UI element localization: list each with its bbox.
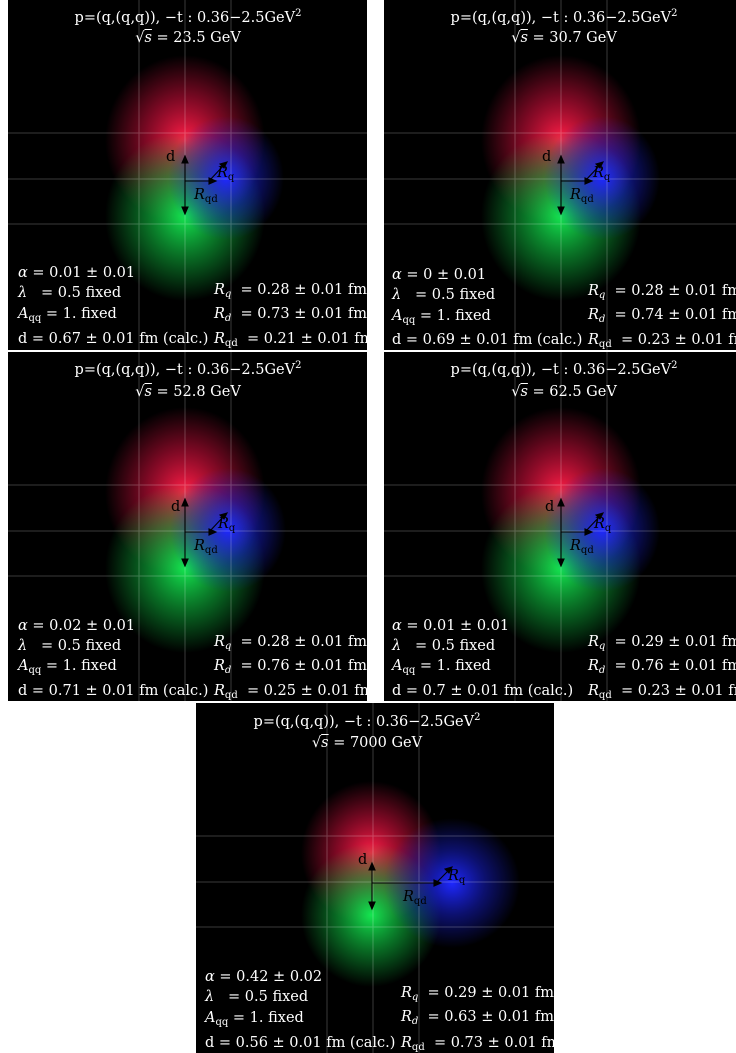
rq-arrow-label: Rq bbox=[448, 868, 466, 886]
panel-header: p=(q,(q,q)), −t : 0.36−2.5GeV2 bbox=[450, 360, 678, 378]
aqq-value: Aqq = 1. fixed bbox=[392, 308, 491, 326]
rd-value: Rd = 0.63 ± 0.01 fm bbox=[401, 1009, 554, 1027]
rqd-value: Rqd = 0.23 ± 0.01 fm bbox=[588, 332, 736, 350]
alpha-value: α = 0.02 ± 0.01 bbox=[18, 618, 136, 634]
field-plot bbox=[384, 352, 736, 701]
d-arrow-label: d bbox=[166, 149, 176, 165]
field-plot bbox=[8, 0, 367, 350]
panel-3: p=(q,(q,q)), −t : 0.36−2.5GeV2 √s = 52.8… bbox=[8, 352, 367, 701]
sqrt-icon: √ bbox=[511, 384, 521, 400]
rq-arrow-label: Rq bbox=[217, 165, 235, 183]
d-value: d = 0.7 ± 0.01 fm (calc.) bbox=[392, 683, 574, 699]
sqrt-icon: √ bbox=[511, 30, 521, 46]
aqq-value: Aqq = 1. fixed bbox=[392, 658, 491, 676]
sqrt-icon: √ bbox=[135, 30, 145, 46]
rqd-arrow-label: Rqd bbox=[403, 889, 427, 907]
sqrt-icon: √ bbox=[311, 735, 322, 751]
rq-value: Rq = 0.29 ± 0.01 fm bbox=[588, 634, 736, 652]
rq-value: Rq = 0.29 ± 0.01 fm bbox=[401, 985, 554, 1003]
sqrt-icon: √ bbox=[135, 384, 145, 400]
rq-arrow-label: Rq bbox=[593, 165, 611, 183]
energy-label: √s = 7000 GeV bbox=[311, 735, 423, 751]
panel-header: p=(q,(q,q)), −t : 0.36−2.5GeV2 bbox=[74, 360, 302, 378]
panel-5: p=(q,(q,q)), −t : 0.36−2.5GeV2 √s = 7000… bbox=[196, 703, 554, 1053]
quark-blue-blob bbox=[544, 116, 660, 240]
rd-value: Rd = 0.76 ± 0.01 fm bbox=[588, 658, 736, 676]
panel-4: p=(q,(q,q)), −t : 0.36−2.5GeV2 √s = 62.5… bbox=[384, 352, 736, 701]
rq-value: Rq = 0.28 ± 0.01 fm bbox=[588, 283, 736, 301]
rd-value: Rd = 0.76 ± 0.01 fm bbox=[214, 658, 367, 676]
d-arrow-label: d bbox=[545, 499, 555, 515]
d-arrow-label: d bbox=[171, 499, 181, 515]
panel-1: p=(q,(q,q)), −t : 0.36−2.5GeV2 √s = 23.5… bbox=[8, 0, 367, 350]
rqd-value: Rqd = 0.25 ± 0.01 fm bbox=[214, 683, 367, 701]
field-plot bbox=[196, 703, 554, 1053]
lambda-value: λ = 0.5 fixed bbox=[392, 287, 496, 303]
lambda-value: λ = 0.5 fixed bbox=[205, 989, 309, 1005]
alpha-value: α = 0 ± 0.01 bbox=[392, 267, 487, 283]
field-plot bbox=[384, 0, 736, 350]
panel-header: p=(q,(q,q)), −t : 0.36−2.5GeV2 bbox=[74, 8, 302, 26]
d-value: d = 0.56 ± 0.01 fm (calc.) bbox=[205, 1035, 396, 1051]
rd-value: Rd = 0.74 ± 0.01 fm bbox=[588, 307, 736, 325]
lambda-value: λ = 0.5 fixed bbox=[392, 638, 496, 654]
rd-value: Rd = 0.73 ± 0.01 fm bbox=[214, 306, 367, 324]
quark-blue-blob bbox=[544, 468, 660, 592]
d-arrow-label: d bbox=[542, 149, 552, 165]
d-value: d = 0.71 ± 0.01 fm (calc.) bbox=[18, 683, 209, 699]
lambda-value: λ = 0.5 fixed bbox=[18, 285, 122, 301]
panel-header: p=(q,(q,q)), −t : 0.36−2.5GeV2 bbox=[253, 712, 481, 730]
aqq-value: Aqq = 1. fixed bbox=[18, 306, 117, 324]
d-arrow-label: d bbox=[358, 852, 368, 868]
rq-value: Rq = 0.28 ± 0.01 fm bbox=[214, 282, 367, 300]
panel-2: p=(q,(q,q)), −t : 0.36−2.5GeV2 √s = 30.7… bbox=[384, 0, 736, 350]
alpha-value: α = 0.42 ± 0.02 bbox=[205, 969, 323, 985]
d-value: d = 0.67 ± 0.01 fm (calc.) bbox=[18, 331, 209, 347]
energy-label: √s = 62.5 GeV bbox=[511, 384, 617, 400]
quark-blue-blob bbox=[168, 116, 284, 240]
field-plot bbox=[8, 352, 367, 701]
rq-arrow-label: Rq bbox=[594, 516, 612, 534]
energy-label: √s = 30.7 GeV bbox=[511, 30, 617, 46]
quark-blue-blob bbox=[384, 818, 520, 948]
aqq-value: Aqq = 1. fixed bbox=[18, 658, 117, 676]
rq-value: Rq = 0.28 ± 0.01 fm bbox=[214, 634, 367, 652]
alpha-value: α = 0.01 ± 0.01 bbox=[18, 265, 136, 281]
panel-header: p=(q,(q,q)), −t : 0.36−2.5GeV2 bbox=[450, 8, 678, 26]
energy-label: √s = 52.8 GeV bbox=[135, 384, 241, 400]
rqd-arrow-label: Rqd bbox=[570, 187, 594, 205]
alpha-value: α = 0.01 ± 0.01 bbox=[392, 618, 510, 634]
quark-blue-blob bbox=[170, 468, 286, 592]
aqq-value: Aqq = 1. fixed bbox=[205, 1010, 304, 1028]
rqd-arrow-label: Rqd bbox=[194, 538, 218, 556]
d-value: d = 0.69 ± 0.01 fm (calc.) bbox=[392, 332, 583, 348]
rq-arrow-label: Rq bbox=[218, 516, 236, 534]
lambda-value: λ = 0.5 fixed bbox=[18, 638, 122, 654]
rqd-value: Rqd = 0.23 ± 0.01 fm bbox=[588, 683, 736, 701]
rqd-arrow-label: Rqd bbox=[194, 187, 218, 205]
rqd-value: Rqd = 0.73 ± 0.01 fm bbox=[401, 1035, 554, 1053]
rqd-value: Rqd = 0.21 ± 0.01 fm bbox=[214, 331, 367, 349]
energy-label: √s = 23.5 GeV bbox=[135, 30, 241, 46]
rqd-arrow-label: Rqd bbox=[570, 538, 594, 556]
